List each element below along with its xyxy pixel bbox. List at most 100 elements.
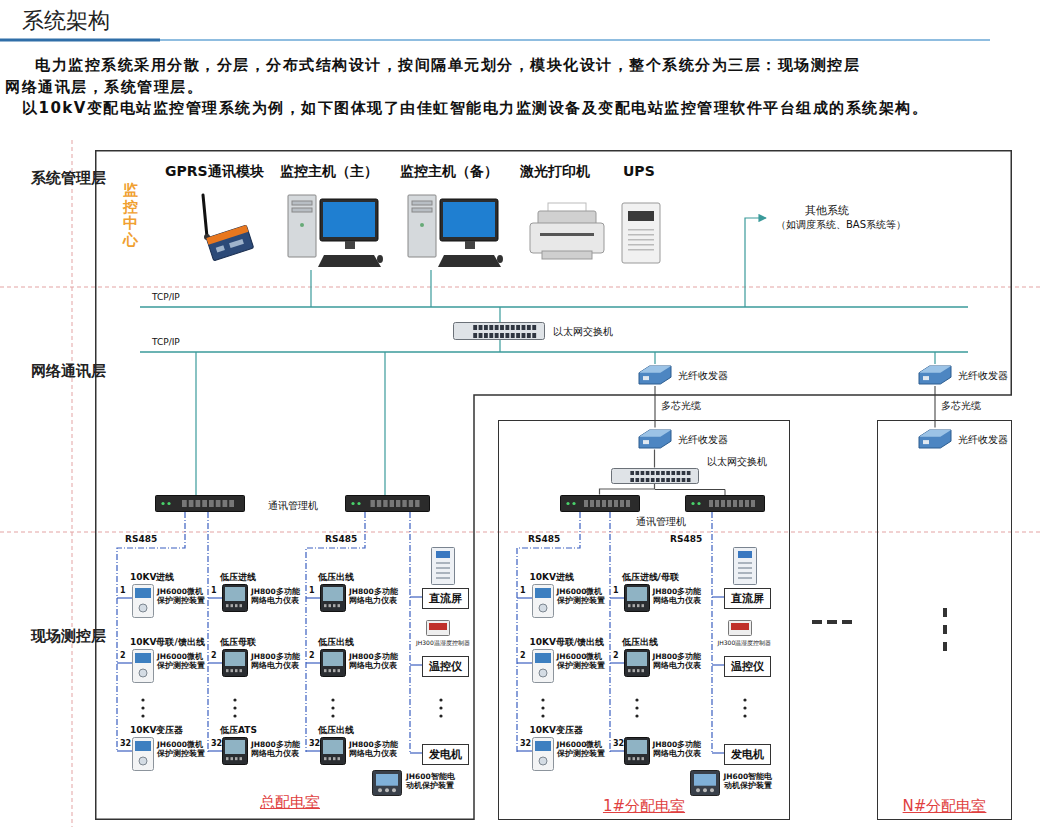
switch-port [473,325,477,330]
device-model: JH800多功能网络电力仪表 [251,740,301,758]
ellipsis-dash [943,642,947,651]
meter-screen [627,740,647,754]
relay-case [532,584,553,617]
transceiver-case [639,366,671,384]
transceiver-top [639,366,671,373]
generator-box: 发电机 [422,744,469,765]
address-number: 1 [520,587,526,595]
device-model: JH800多功能网络电力仪表 [251,652,301,670]
bus-drop [499,307,500,322]
switch-port [661,471,665,475]
fiber-icon [637,428,673,450]
switch-port [686,471,690,475]
meter-button [333,669,336,672]
meter-button [235,604,238,607]
manager-port [596,500,600,507]
cabinet-icon [431,547,455,585]
device-name: 通讯管理机 [268,499,318,513]
bus-name: TCP/IP [152,338,180,347]
bus-drop [934,352,935,364]
manager-port [626,500,630,507]
ups-vent [628,229,654,231]
continuation-dot [233,698,236,701]
manager-port [216,500,221,507]
switch-port [681,471,685,475]
switch-port [489,333,493,338]
continuation-dot [743,714,746,717]
rs485-tap [610,662,624,663]
page-title: 系统架构 [22,6,110,36]
meter-button [338,757,341,760]
rs485-tap [712,752,724,753]
cabinet-row [436,577,450,579]
manager-port [209,500,214,507]
feeder-name: 低压进线 [220,571,256,584]
humidity-controller: JH300温湿度控制器 [728,620,752,636]
manager-port [189,500,194,507]
meter-button [226,669,229,672]
device-icon [532,649,554,683]
address-number: 1 [120,587,126,595]
device-name: 光纤收发器 [678,369,728,383]
cabinet-row [738,577,752,579]
switch-port [661,478,665,482]
meter-button [641,757,644,760]
device-name: 通讯管理机 [636,515,686,529]
meter-case [223,738,248,765]
cabinet-row [436,572,450,574]
relay-screen [535,653,551,663]
device-name: 光纤收发器 [678,433,728,447]
controller-case [427,621,450,636]
relay-keypad [539,669,547,677]
switch-port [527,325,531,330]
manager-led [697,502,700,505]
meter-screen [225,652,245,666]
rs485-tap [117,750,132,751]
field-device: 低压出线JH800多功能网络电力仪表 [320,636,399,683]
switch-port [505,333,509,338]
meter-button [333,604,336,607]
connector [654,450,655,468]
meter-button [637,604,640,607]
mgr-icon [560,495,640,512]
switch-case [454,323,545,340]
manager-led [161,502,164,505]
bus-name: RS485 [125,535,157,544]
box-label: 直流屏 [429,591,462,606]
manager-port [196,500,201,507]
monitor-screen [323,202,375,237]
transceiver-port [643,440,649,444]
rs485-tap [306,597,320,598]
generator-box: 发电机 [724,744,771,765]
device-model: JH6000微机保护测控装置 [157,587,207,605]
rs485-tap [517,662,532,663]
temp-controller-box: 温控仪 [724,656,771,677]
pc-tower [288,195,316,257]
manager-port [745,500,749,507]
rs485-tap [208,662,222,663]
jh600-icon [372,770,402,796]
relay-screen [535,588,551,598]
feeder-name: 10KV母联/馈出线 [130,636,205,649]
ups-unit: UPS [623,163,668,267]
switch-port [532,333,536,338]
box-label: 温控仪 [731,659,764,674]
bus-drops [196,270,935,495]
layer-divider [72,140,73,827]
jh600-icon [690,770,720,796]
protector-screen [376,774,398,786]
comm-manager: 通讯管理机 [155,495,245,512]
dc-panel-box: 直流屏 [724,588,771,609]
meter-button [641,669,644,672]
edge-label: 多芯光缆 [940,400,982,413]
manager-led [167,502,170,505]
device-icon [320,584,346,612]
continuation-dot [331,706,334,709]
manager-port [415,500,419,507]
switch-port [511,325,515,330]
rs485-line [207,512,208,752]
ellipsis-dash [827,620,837,624]
controller-display [429,623,447,630]
continuation-dot [541,698,544,701]
